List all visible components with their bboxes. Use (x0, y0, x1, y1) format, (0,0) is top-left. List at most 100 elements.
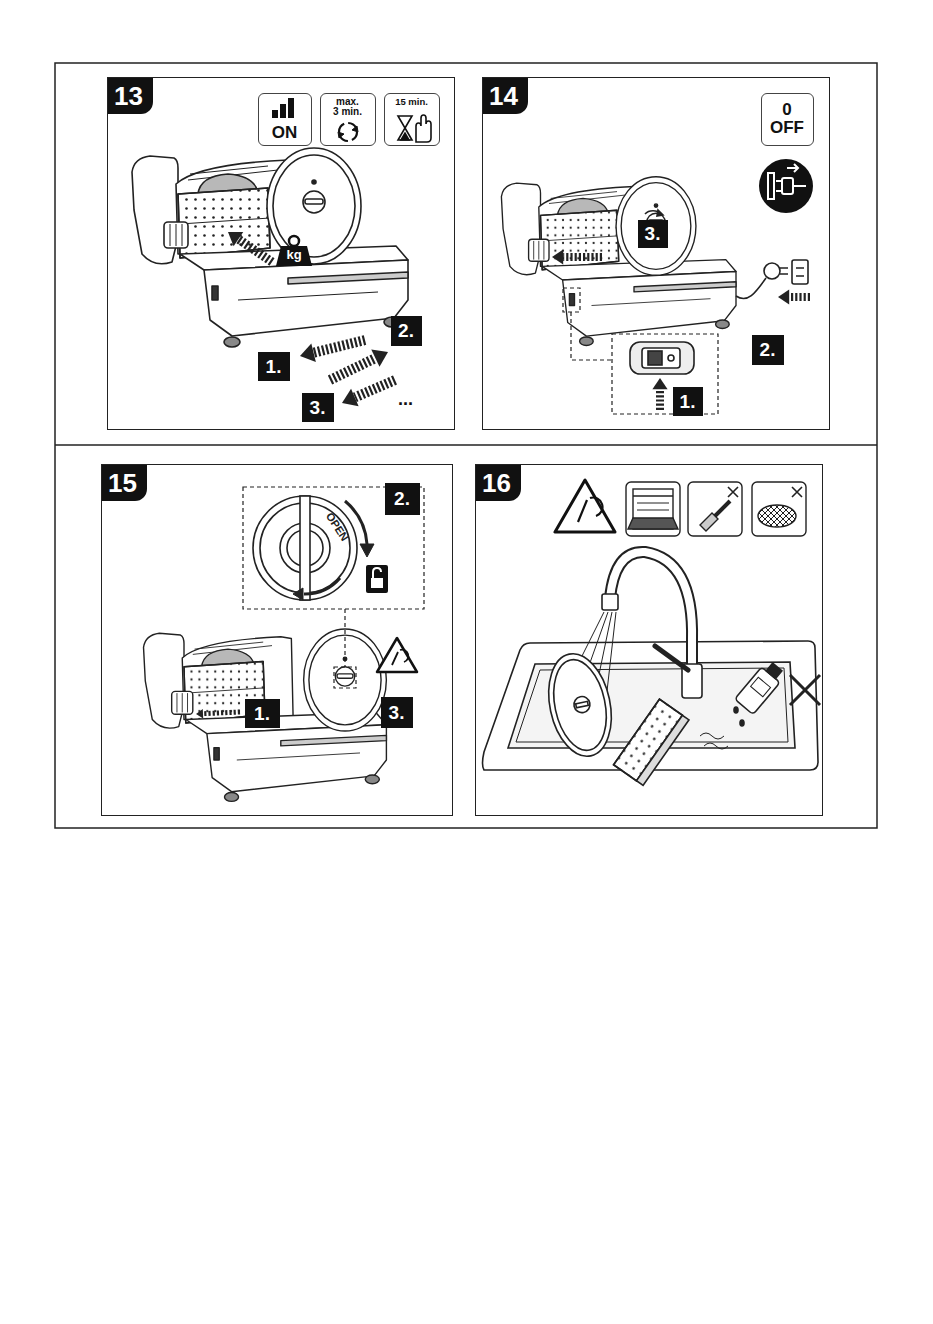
dishwasher-icon (637, 503, 669, 510)
motion-arrow (330, 358, 375, 380)
faucet (610, 552, 692, 672)
detergent-bottle (700, 659, 820, 749)
step-box: 3. (381, 697, 413, 728)
blade-part (540, 648, 620, 762)
step-number: 1. (680, 392, 696, 411)
panel-number: 13 (108, 78, 153, 114)
scouring-icon (792, 487, 802, 497)
power-cord (736, 278, 766, 299)
motion-arrow (652, 378, 667, 389)
detergent-bottle (766, 663, 782, 678)
carriage-part (637, 715, 689, 785)
motion-arrow (656, 389, 664, 410)
motion-arrow (342, 389, 359, 406)
symbol-text: 15 min. (395, 97, 428, 107)
scouring-icon (758, 505, 796, 527)
cooldown-icon (416, 115, 431, 142)
knob-callout (243, 487, 424, 688)
power-cord (764, 263, 780, 279)
knob-detail (253, 496, 357, 600)
power-cord (792, 260, 808, 284)
step-box: 3. (638, 220, 668, 248)
motion-arrow (203, 712, 240, 714)
scraper-icon (688, 482, 742, 536)
weight-label: kg (280, 248, 308, 261)
switch-callout (563, 288, 718, 414)
motion-arrow (563, 253, 602, 261)
knob-detail (253, 496, 357, 600)
knob-callout (344, 609, 345, 667)
switch-detail (648, 351, 662, 365)
cycle-icon (338, 123, 358, 141)
carriage-part (614, 699, 689, 785)
faucet (602, 552, 702, 698)
scraper-icon (715, 501, 730, 516)
warning-sign (578, 498, 602, 522)
unplug-icon (768, 173, 774, 199)
panel-number: 15 (102, 465, 147, 501)
scraper-icon (688, 482, 742, 536)
panel-number: 14 (483, 78, 528, 114)
power-cord (736, 260, 808, 299)
step-number: 2. (394, 489, 410, 508)
step-number: 1. (254, 704, 270, 723)
symbol-box: ON (258, 93, 312, 146)
motion-arrow (196, 709, 203, 718)
dishwasher-icon (628, 518, 678, 529)
motion-arrow (228, 232, 243, 246)
detergent-bottle (790, 675, 820, 705)
step-box: 1. (245, 699, 280, 728)
motion-arrow (355, 380, 395, 397)
step-box: 1. (673, 387, 703, 416)
unlock-icon (366, 565, 388, 593)
step-box: 2. (385, 483, 420, 515)
instruction-panel: 16 (475, 464, 823, 816)
unlock-icon (366, 565, 388, 593)
blade-part (572, 695, 591, 714)
unplug-icon (787, 164, 798, 172)
switch-detail (630, 342, 694, 374)
step-box: 2. (752, 335, 784, 365)
weight-symbol (276, 236, 312, 266)
scouring-icon (752, 482, 806, 536)
weight-symbol (276, 246, 312, 266)
instruction-panel: 13ONmax. 3 min.15 min.1.2.3. (107, 77, 455, 430)
dishwasher-icon (626, 482, 680, 536)
switch-detail (630, 342, 694, 374)
warning-sign (377, 638, 417, 672)
unlock-icon (373, 568, 381, 578)
turn-arrow (304, 578, 340, 594)
instruction-panel: 15 2. 1. 3. (101, 464, 453, 816)
cooldown-icon (398, 116, 412, 140)
step-box: 2. (391, 316, 422, 346)
motion-arrow (371, 350, 388, 367)
page-frame (55, 444, 877, 446)
turn-arrow (360, 544, 374, 557)
symbol-box: max. 3 min. (320, 93, 376, 146)
switch-detail (642, 348, 680, 368)
symbol-text: max. 3 min. (332, 97, 363, 118)
motion-arrow (314, 340, 365, 353)
motion-arrow (238, 239, 272, 262)
slicer-drawing (501, 177, 736, 346)
unplug-icon (759, 159, 813, 213)
switch-callout (571, 312, 612, 360)
cooldown-icon (401, 133, 409, 140)
faucet (610, 552, 692, 672)
cycle-icon (338, 126, 358, 138)
page-frame (55, 63, 877, 828)
power-cord (796, 268, 804, 276)
weight-symbol (289, 236, 299, 246)
blade-part (540, 648, 620, 762)
slicer-drawing (616, 177, 696, 276)
warning-sign (392, 650, 408, 665)
motion-arrow (778, 289, 789, 304)
motion-arrow (789, 293, 810, 301)
instruction-panel: 140 OFF3.2.1. (482, 77, 830, 430)
warning-sign (555, 480, 615, 532)
step-number: 3. (310, 398, 326, 417)
step-box: 3. (302, 393, 334, 422)
step-number: 2. (398, 321, 414, 340)
slicer-drawing (144, 629, 387, 801)
